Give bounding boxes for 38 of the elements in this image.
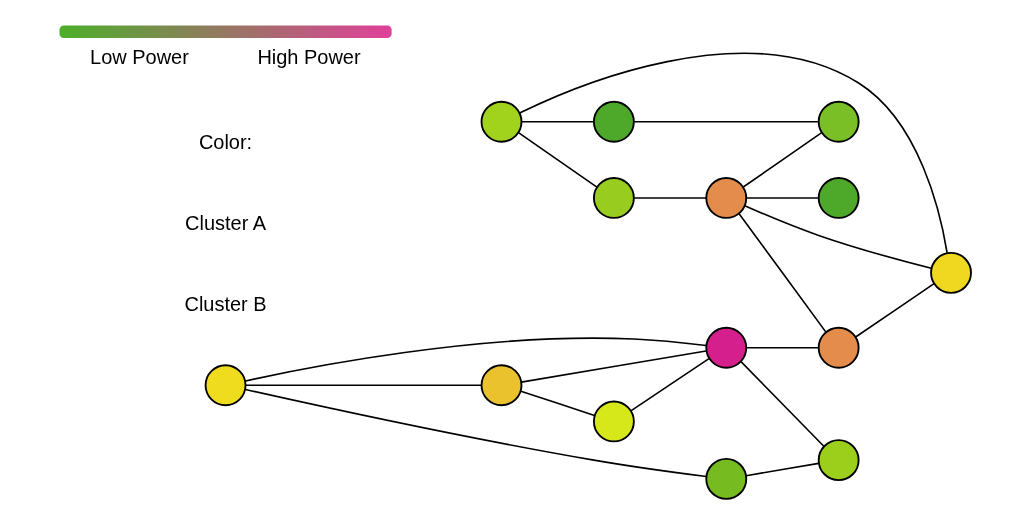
connector <box>520 350 707 383</box>
node-circle <box>480 364 522 407</box>
connector <box>519 390 595 417</box>
node-circle <box>929 251 972 294</box>
connector <box>244 337 707 382</box>
node-circle <box>592 100 635 143</box>
connector <box>629 357 710 412</box>
connector <box>854 282 935 338</box>
node-circle <box>592 400 635 443</box>
node-circle <box>817 177 860 219</box>
node-circle <box>592 177 635 219</box>
node-circle <box>480 100 522 143</box>
connector <box>517 131 598 188</box>
connector <box>745 197 819 199</box>
connector <box>244 384 482 387</box>
connector <box>632 120 819 123</box>
connector <box>520 120 595 123</box>
connector <box>518 52 948 254</box>
node-circle <box>704 177 747 219</box>
connector <box>741 131 822 188</box>
node-circle <box>817 439 860 482</box>
node-circle <box>704 457 747 500</box>
legend-label: High Power <box>256 46 361 69</box>
node-circle <box>704 326 747 369</box>
connector <box>745 346 819 349</box>
connector <box>244 388 707 478</box>
connector <box>744 462 819 477</box>
legend-label: Low Power <box>89 46 189 69</box>
node-circle <box>817 326 860 369</box>
connector <box>739 360 825 448</box>
label: Cluster A <box>184 212 266 235</box>
label: Cluster B <box>183 293 267 316</box>
node-circle <box>817 100 860 143</box>
connector <box>743 204 932 270</box>
node-circle <box>204 364 246 407</box>
connector <box>632 197 707 199</box>
connector <box>737 213 827 333</box>
label: Color: <box>198 130 252 153</box>
